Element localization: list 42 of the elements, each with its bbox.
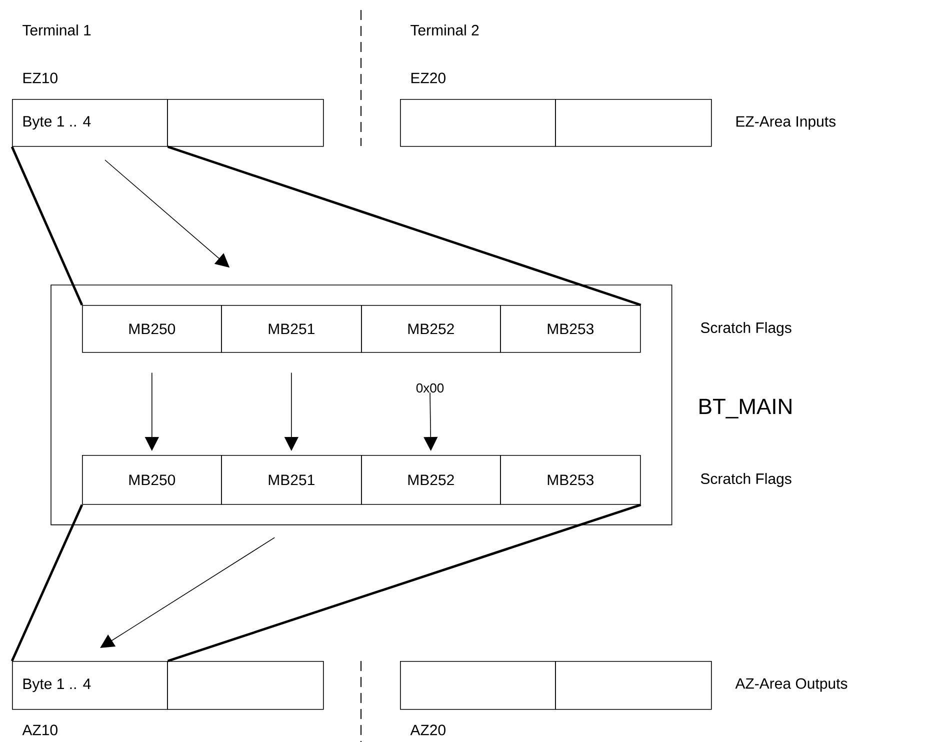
cell-box (361, 455, 501, 505)
cell-box (500, 305, 641, 353)
node-label: MB252 (408, 324, 454, 334)
empty-cell (167, 99, 324, 147)
node-label: MB252 (408, 474, 454, 486)
caption-text: AZ-Area Outputs (735, 678, 848, 692)
node-label: MB250 (129, 324, 176, 334)
cell-box (12, 661, 168, 710)
caption-text: EZ20 (411, 72, 446, 84)
node-label: MB253 (548, 474, 594, 486)
caption-text: AZ20 (410, 724, 446, 736)
zoom-line (10, 146, 84, 306)
cell-box (82, 455, 222, 505)
block-name: BT_MAIN (700, 398, 792, 418)
cell-box (12, 99, 168, 147)
node-label: MB251 (268, 474, 314, 486)
cell-box (221, 455, 362, 505)
empty-cell (555, 99, 712, 147)
cell-box (361, 305, 501, 353)
empty-cell (400, 661, 556, 710)
node-label: MB250 (129, 474, 176, 486)
label-text: Scratch Flags (700, 322, 792, 336)
cell-box (221, 305, 362, 353)
caption-text: AZ10 (22, 724, 58, 736)
node-label: MB251 (268, 324, 314, 334)
empty-cell (400, 99, 556, 147)
cell-box (82, 305, 222, 353)
empty-cell (167, 661, 324, 710)
empty-cell (555, 661, 712, 710)
zoom-line (10, 504, 84, 662)
label-text: Terminal 1 (22, 24, 91, 36)
label-text: Scratch Flags (700, 473, 792, 487)
caption-text: EZ10 (23, 72, 58, 84)
node-label: Byte 1 .. 4 (23, 678, 91, 692)
block-box (50, 284, 672, 526)
label-text: Terminal 2 (410, 24, 479, 36)
caption-text: EZ-Area Inputs (736, 116, 836, 130)
node-label: MB253 (548, 324, 594, 334)
cell-box (500, 455, 641, 505)
value-text: 0x00 (416, 383, 444, 393)
node-label: Byte 1 .. 4 (23, 116, 91, 130)
arrow (100, 537, 275, 648)
